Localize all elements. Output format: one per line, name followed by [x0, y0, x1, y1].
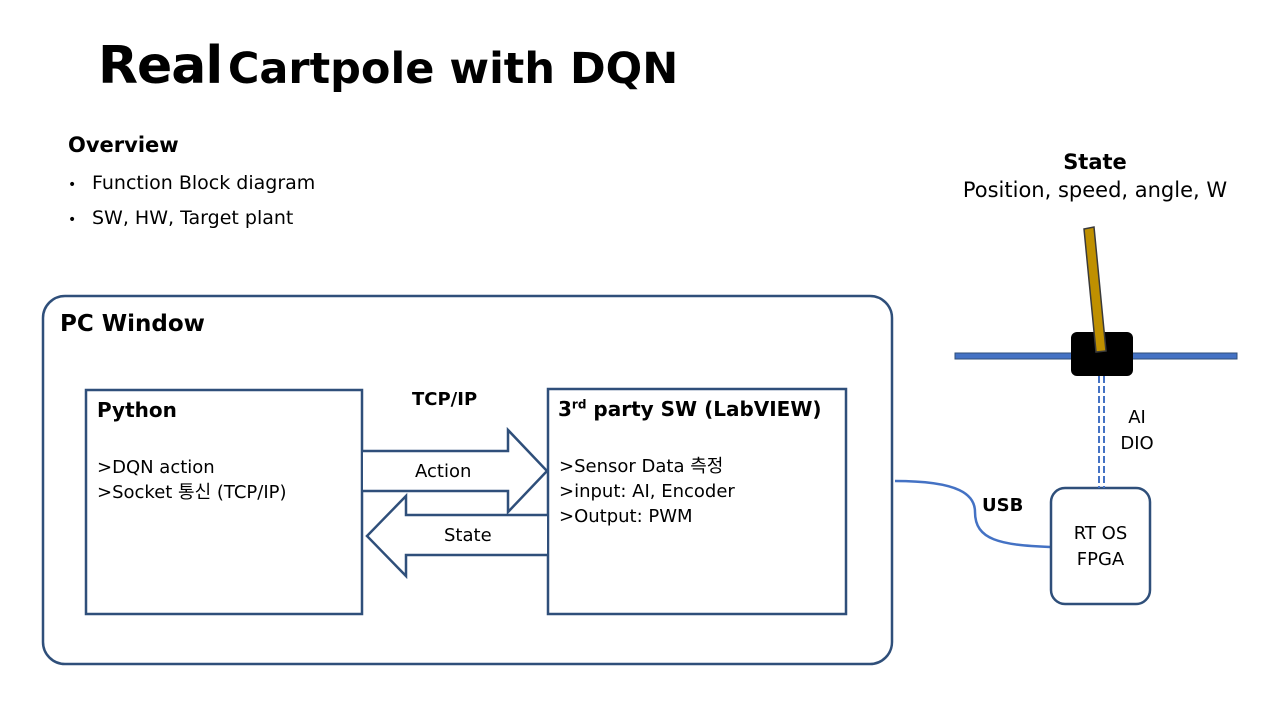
bullet-marker: •	[68, 177, 77, 193]
labview-line: >input: AI, Encoder	[559, 481, 735, 502]
pc-window-frame	[41, 294, 894, 666]
labview-title-prefix: 3	[558, 397, 572, 421]
pc-window-label: PC Window	[60, 311, 205, 337]
overview-heading: Overview	[68, 133, 179, 157]
rt-os-text: RT OS FPGA	[1051, 521, 1150, 573]
python-line: >Socket 통신 (TCP/IP)	[97, 482, 287, 503]
signal-labels: AI DIO	[1112, 405, 1162, 457]
state-label: State	[444, 525, 492, 546]
list-item: • Function Block diagram	[68, 170, 315, 205]
usb-cable	[894, 479, 1051, 549]
labview-line: >Sensor Data 측정	[559, 456, 724, 477]
rt-os-line: RT OS	[1073, 523, 1128, 544]
slide-title: Real Cartpole with DQN	[98, 40, 678, 92]
cart-body	[1071, 332, 1133, 376]
state-variables: Position, speed, angle, W	[962, 178, 1228, 202]
title-first-word: Real	[98, 36, 223, 96]
python-line: >DQN action	[97, 457, 215, 478]
signal-label: DIO	[1120, 433, 1154, 454]
signal-label: AI	[1128, 407, 1146, 428]
action-arrow	[363, 426, 549, 516]
bullet-marker: •	[68, 212, 77, 228]
rt-os-box	[1049, 486, 1152, 606]
python-lines: >DQN action >Socket 통신 (TCP/IP)	[97, 455, 287, 505]
bullet-text: SW, HW, Target plant	[92, 207, 294, 229]
pendulum-pole	[1083, 226, 1107, 353]
rt-os-line: FPGA	[1076, 549, 1125, 570]
bullet-text: Function Block diagram	[92, 172, 316, 194]
state-arrow	[365, 492, 547, 580]
tcpip-label: TCP/IP	[412, 389, 478, 410]
state-heading: State	[1063, 150, 1127, 174]
python-box	[84, 388, 364, 616]
title-rest: Cartpole with DQN	[227, 44, 679, 94]
usb-label: USB	[982, 495, 1024, 516]
labview-box	[546, 387, 848, 616]
labview-title-suffix: party SW (LabVIEW)	[586, 397, 822, 421]
labview-title-sup: rd	[571, 397, 587, 412]
labview-lines: >Sensor Data 측정 >input: AI, Encoder >Out…	[559, 454, 735, 529]
list-item: • SW, HW, Target plant	[68, 205, 315, 240]
overview-list: • Function Block diagram • SW, HW, Target …	[68, 170, 315, 240]
labview-line: >Output: PWM	[559, 506, 693, 527]
python-title: Python	[97, 398, 177, 422]
action-label: Action	[415, 461, 472, 482]
labview-title: 3rd party SW (LabVIEW)	[558, 397, 822, 421]
